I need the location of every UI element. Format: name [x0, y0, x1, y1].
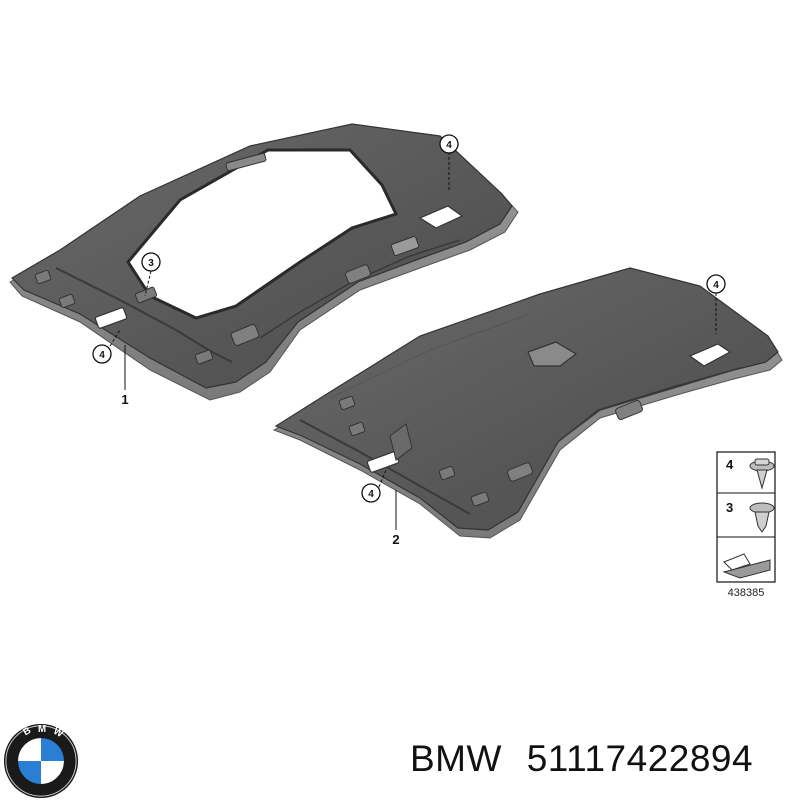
svg-text:B: B — [21, 725, 33, 738]
fastener-legend: 4 3 438385 — [716, 451, 776, 599]
callout-label: 4 — [713, 280, 719, 291]
callout-upper-right: 4 — [439, 134, 459, 192]
callout-upper-left-clip: 4 — [92, 329, 121, 364]
legend-item-3-number: 3 — [726, 500, 733, 515]
diagram-id: 438385 — [728, 587, 765, 599]
part-label-1: 1 — [121, 345, 129, 407]
part-label-2: 2 — [392, 490, 400, 547]
part-caption: BMW 51117422894 — [410, 738, 753, 780]
headliner-part-1 — [9, 123, 519, 401]
part-number-1: 1 — [121, 392, 128, 407]
headliner-part-2 — [272, 267, 783, 539]
callout-lower-left-clip: 4 — [361, 469, 387, 503]
clip-type-3-icon — [749, 502, 775, 533]
legend-item-4-number: 4 — [726, 457, 734, 472]
part-number-2: 2 — [392, 532, 399, 547]
direction-arrow-icon — [722, 553, 771, 579]
callout-sunroof-clip: 3 — [141, 252, 161, 297]
callout-label: 4 — [446, 140, 452, 151]
callout-lower-right: 4 — [706, 274, 726, 334]
bmw-logo-icon: B M W — [3, 724, 79, 799]
part-number: 51117422894 — [526, 738, 754, 779]
brand-name: BMW — [410, 738, 502, 779]
callout-label: 4 — [99, 350, 105, 361]
svg-text:M: M — [38, 724, 46, 735]
clip-type-4-icon — [749, 458, 775, 490]
callout-label: 4 — [368, 489, 374, 500]
callout-label: 3 — [148, 258, 154, 269]
